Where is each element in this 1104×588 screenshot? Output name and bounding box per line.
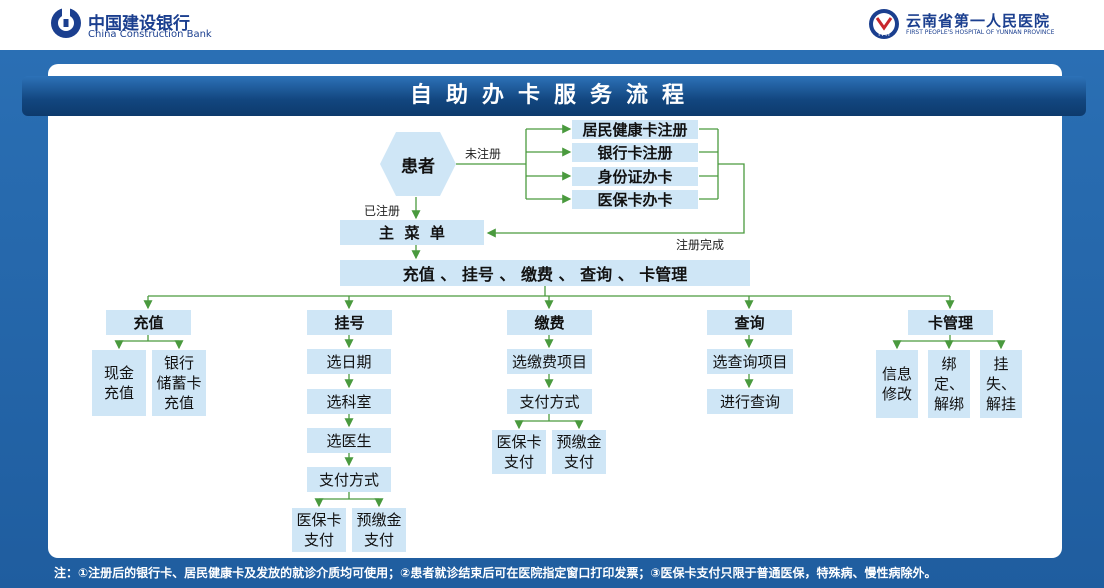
hospital-name-en: FIRST PEOPLE'S HOSPITAL OF YUNNAN PROVIN… [906, 29, 1055, 36]
query-step-execute: 进行查询 [707, 389, 793, 414]
hospital-name: 云南省第一人民医院 [906, 12, 1051, 30]
patient-hexagon [380, 132, 456, 196]
card-bind-unbind: 绑定、 解绑 [928, 350, 970, 418]
recharge-bank-savings: 银行 储蓄卡 充值 [152, 350, 206, 416]
page-title: 自助办卡服务流程 [409, 83, 698, 108]
category-recharge: 充值 [106, 310, 191, 335]
footer-note: 注：①注册后的银行卡、居民健康卡及发放的就诊介质均可使用；②患者就诊结束后可在医… [54, 566, 937, 580]
register-step-department: 选科室 [307, 389, 391, 414]
reg-option-health-card: 居民健康卡注册 [572, 120, 698, 139]
register-pay-insurance: 医保卡 支付 [292, 508, 346, 552]
services-bar: 充值 、 挂号 、 缴费 、 查询 、 卡管理 [340, 260, 750, 286]
register-step-payment-method: 支付方式 [307, 467, 391, 492]
title-banner [22, 76, 1086, 116]
bank-name: 中国建设银行 [88, 14, 190, 34]
edge-label-registered: 已注册 [364, 204, 401, 218]
hospital-badge-text: FPH [878, 31, 890, 38]
patient-node-label: 患者 [401, 156, 435, 177]
payment-step-method: 支付方式 [507, 389, 592, 414]
hospital-logo-icon: FPH [869, 9, 899, 39]
recharge-cash: 现金 充值 [92, 350, 146, 416]
category-payment: 缴费 [507, 310, 592, 335]
category-query: 查询 [707, 310, 792, 335]
register-step-doctor: 选医生 [307, 428, 391, 453]
main-menu-box: 主 菜 单 [340, 220, 484, 245]
reg-option-bank-card: 银行卡注册 [572, 143, 698, 162]
category-card-management: 卡管理 [908, 310, 993, 335]
ccb-logo-icon [51, 7, 81, 38]
payment-pay-insurance: 医保卡 支付 [492, 430, 546, 474]
bank-name-en: China Construction Bank [88, 29, 212, 40]
payment-step-select-item: 选缴费项目 [507, 349, 592, 374]
register-pay-prepaid: 预缴金 支付 [352, 508, 406, 552]
register-step-date: 选日期 [307, 349, 391, 374]
query-step-select-item: 选查询项目 [707, 349, 793, 374]
header-bar [0, 0, 1104, 50]
category-register: 挂号 [307, 310, 392, 335]
reg-option-insurance-card: 医保卡办卡 [572, 190, 698, 209]
reg-option-id-card: 身份证办卡 [572, 167, 698, 186]
card-info-edit: 信息 修改 [876, 350, 918, 418]
edge-label-unregistered: 未注册 [465, 147, 502, 161]
edge-label-registration-done: 注册完成 [676, 238, 725, 252]
payment-pay-prepaid: 预缴金 支付 [552, 430, 606, 474]
card-report-loss: 挂失、 解挂 [980, 350, 1022, 418]
